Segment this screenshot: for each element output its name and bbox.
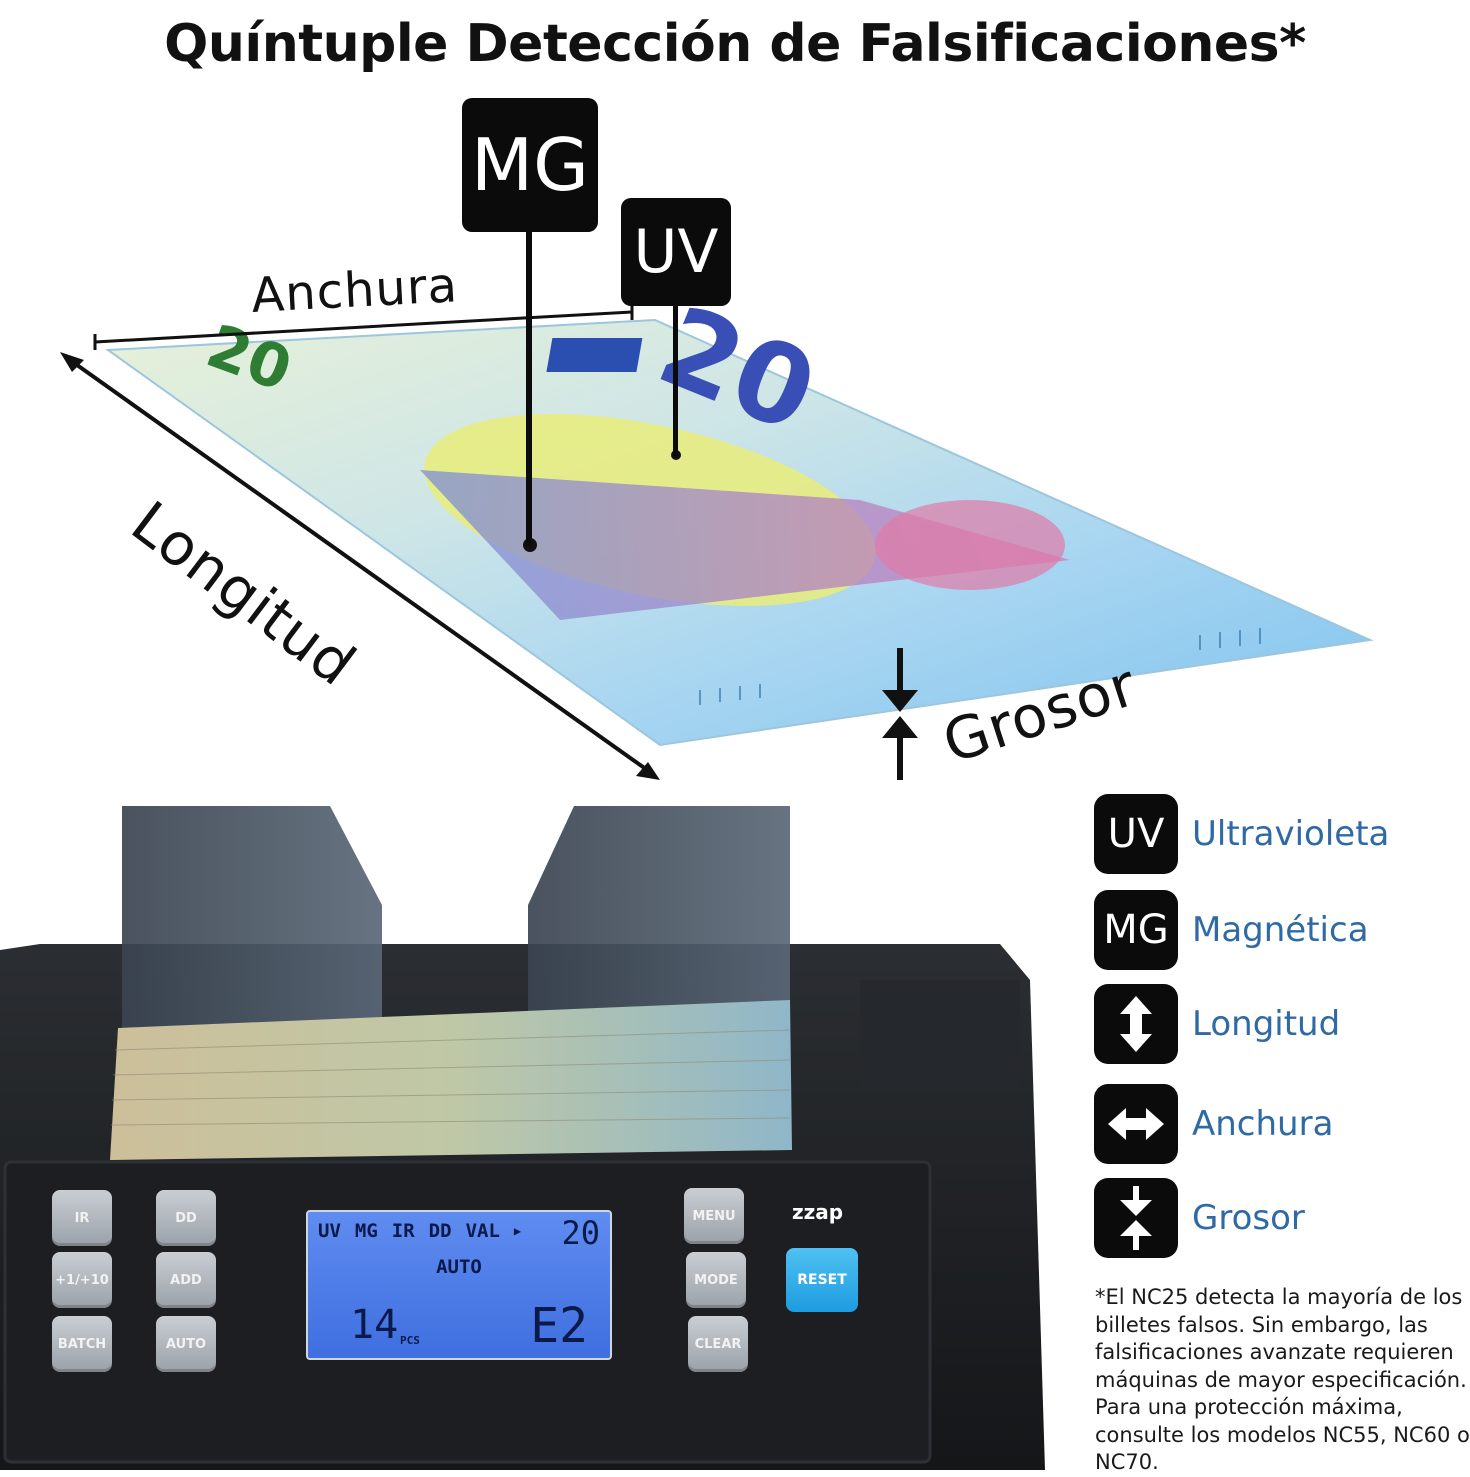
legend-label: Longitud (1192, 1004, 1341, 1044)
mg-tag: MG (462, 98, 598, 232)
page-title: Quíntuple Detección de Falsificaciones* (164, 14, 1306, 74)
legend-item-width: Anchura (1094, 1082, 1333, 1166)
lcd-mode-text: AUTO (436, 1256, 482, 1278)
lcd-display: UV MG IR DD VAL ▶ 20 AUTO 14 PCS E2 (306, 1210, 612, 1360)
uv-tag: UV (621, 198, 731, 306)
legend-item-uv: UV Ultravioleta (1094, 792, 1389, 876)
uv-badge: UV (1094, 794, 1178, 874)
lcd-mode-mg: MG (354, 1220, 378, 1242)
brand-logo: zzap (792, 1200, 844, 1224)
lcd-mode-ir: IR (391, 1220, 415, 1242)
money-counter-machine (0, 806, 1045, 1470)
legend-item-length: Longitud (1094, 982, 1340, 1066)
add-key[interactable]: ADD (156, 1252, 216, 1308)
clear-key[interactable]: CLEAR (688, 1316, 748, 1372)
plus-one-ten-key[interactable]: +1/+10 (52, 1252, 112, 1308)
lcd-value: 20 (561, 1214, 600, 1252)
thickness-arrows-icon (1094, 1178, 1178, 1258)
mg-pin (526, 230, 532, 546)
lcd-count: 14 (350, 1302, 399, 1348)
legend-item-mg: MG Magnética (1094, 888, 1369, 972)
legend-label: Magnética (1192, 910, 1369, 950)
play-icon: ▶ (513, 1224, 522, 1238)
footnote: *El NC25 detecta la mayoría de los bille… (1095, 1285, 1470, 1474)
legend-label: Anchura (1192, 1104, 1334, 1144)
ir-key[interactable]: IR (52, 1190, 112, 1246)
mg-badge: MG (1094, 890, 1178, 970)
legend-label: Grosor (1192, 1198, 1305, 1238)
menu-key[interactable]: MENU (684, 1188, 744, 1244)
lcd-error: E2 (530, 1298, 588, 1354)
lcd-count-unit: PCS (400, 1334, 420, 1347)
dd-key[interactable]: DD (156, 1190, 216, 1246)
reset-button[interactable]: RESET (786, 1248, 858, 1312)
vertical-arrows-icon (1094, 984, 1178, 1064)
mode-key[interactable]: MODE (686, 1252, 746, 1308)
lcd-mode-val: VAL (465, 1220, 500, 1242)
legend-label: Ultravioleta (1192, 814, 1390, 854)
uv-pin (673, 304, 678, 456)
auto-key[interactable]: AUTO (156, 1316, 216, 1372)
legend-item-thickness: Grosor (1094, 1176, 1305, 1260)
lcd-mode-dd: DD (428, 1220, 452, 1242)
horizontal-arrows-icon (1094, 1084, 1178, 1164)
lcd-mode-uv: UV (318, 1220, 341, 1242)
batch-key[interactable]: BATCH (52, 1316, 112, 1372)
